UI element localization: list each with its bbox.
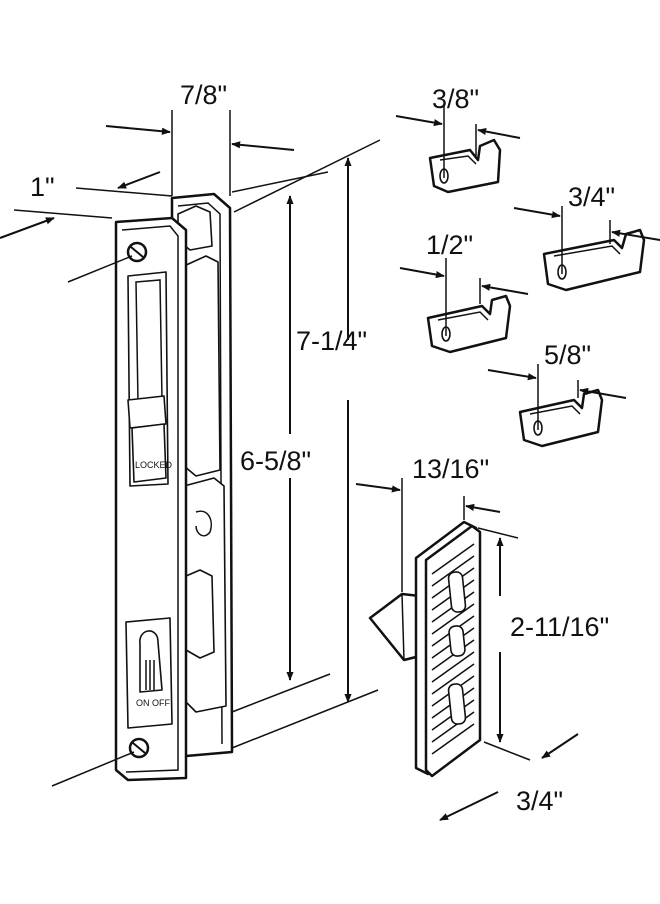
hook-body	[426, 294, 512, 354]
dim-label-hook-3: 1/2"	[426, 230, 473, 260]
dim-label-handle-depth: 1"	[30, 172, 55, 202]
keeper-slot-bottom	[447, 683, 467, 725]
dim-label-hole-spacing: 6-5/8"	[240, 446, 311, 476]
keeper-slot-middle	[448, 625, 466, 657]
keeper-slot-top	[447, 571, 467, 613]
dim-label-keeper-height: 2-11/16"	[510, 612, 609, 642]
dimension-handle-depth: 1"	[0, 171, 173, 239]
leader-bottom-screw	[51, 751, 135, 787]
handle-assembly: LOCKED ON OFF	[114, 192, 234, 782]
dim-label-handle-width: 7/8"	[180, 80, 227, 110]
hook-body	[542, 228, 646, 292]
hook-five-eighths: 5/8"	[487, 340, 627, 448]
dimension-keeper-height: 2-11/16"	[477, 527, 609, 761]
dimension-keeper-depth: 13/16"	[355, 454, 501, 592]
dim-label-overall-height: 7-1/4"	[296, 326, 367, 356]
dimension-hole-spacing: 6-5/8"	[240, 195, 311, 681]
latch-curve	[195, 510, 212, 537]
hook-three-quarters: 3/4"	[513, 182, 660, 292]
on-off-label: ON OFF	[136, 698, 170, 708]
ext-bottom-inner	[231, 673, 331, 713]
dimension-handle-width: 7/8"	[105, 80, 295, 196]
dim-label-hook-1: 3/8"	[432, 84, 479, 114]
dimension-overall-height: 7-1/4"	[296, 157, 367, 703]
leader-top-screw	[67, 255, 133, 283]
screw-icon	[126, 241, 148, 263]
hook-body	[428, 138, 502, 194]
lever-top	[127, 395, 167, 429]
dimension-keeper-width: 3/4"	[439, 733, 579, 821]
ext-top-inner	[231, 171, 329, 193]
locked-label: LOCKED	[135, 460, 173, 470]
lever-body	[131, 423, 167, 483]
dim-label-hook-4: 5/8"	[544, 340, 591, 370]
handle-body-edge	[177, 202, 223, 745]
screw-icon	[128, 737, 150, 759]
dim-label-hook-2: 3/4"	[568, 182, 615, 212]
hook-body	[518, 388, 604, 448]
latch-hook	[185, 569, 215, 659]
dim-label-keeper-width: 3/4"	[516, 786, 563, 816]
front-plate-inner	[121, 225, 179, 773]
keeper-assembly	[368, 520, 482, 778]
keeper-prong	[368, 592, 422, 662]
ext-bottom-outer	[231, 689, 379, 749]
switch-toggle	[139, 630, 163, 693]
upper-latch-housing	[183, 255, 221, 477]
hook-three-eighths: 3/8"	[395, 84, 521, 194]
dim-label-keeper-depth: 13/16"	[412, 454, 489, 484]
hook-one-half: 1/2"	[399, 230, 529, 354]
